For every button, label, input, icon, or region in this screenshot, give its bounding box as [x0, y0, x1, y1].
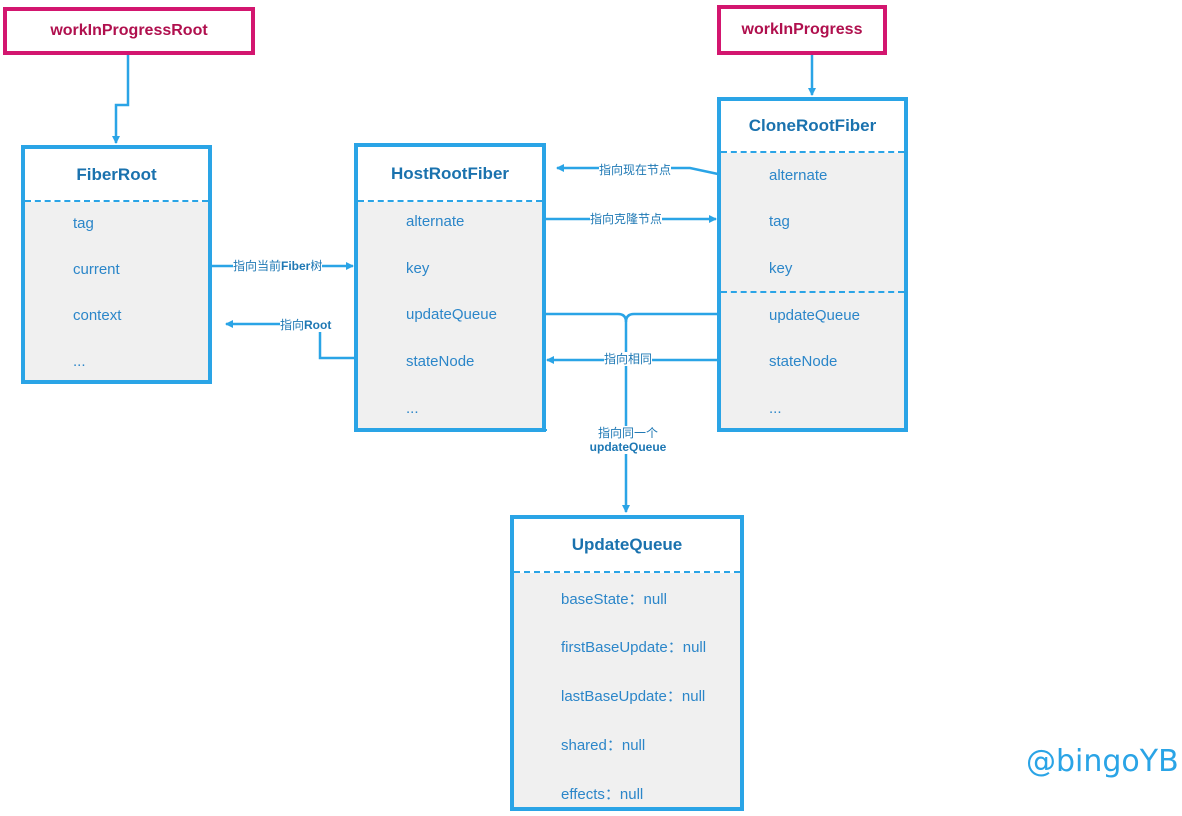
- updatequeue-field-shared: shared：null: [561, 737, 646, 754]
- hostrootfiber-header: HostRootFiber: [358, 147, 542, 202]
- updatequeue-title: UpdateQueue: [571, 535, 683, 554]
- hostrootfiber-field-alternate: alternate: [406, 213, 465, 230]
- edge-label-to-clone-node: 指向克隆节点: [590, 212, 663, 226]
- clonerootfiber-field-tag: tag: [769, 213, 790, 230]
- edge-label-same-queue: 指向同一个 updateQueue: [586, 426, 670, 454]
- hostrootfiber-field-key: key: [406, 260, 430, 277]
- clonerootfiber-title: CloneRootFiber: [748, 116, 877, 135]
- updatequeue-header: UpdateQueue: [514, 519, 740, 573]
- hostrootfiber-field-statenode: stateNode: [406, 353, 475, 370]
- arrow-wip-root-to-fiberroot: [112, 55, 130, 144]
- clonerootfiber-field-updatequeue: updateQueue: [769, 307, 860, 324]
- edge-label-same: 指向相同: [604, 352, 653, 366]
- fiberroot-header: FiberRoot: [25, 149, 208, 202]
- workinprogressroot-pointer: workInProgressRoot: [3, 7, 255, 55]
- fiberroot-field-context: context: [73, 307, 122, 324]
- edge-label-to-current-node: 指向现在节点: [599, 163, 672, 177]
- fiberroot-field-current: current: [73, 261, 120, 278]
- edge-label-current-tree-prefix: 指向当前: [233, 259, 282, 273]
- clonerootfiber-field-key: key: [769, 260, 793, 277]
- updatequeue-field-basestate: baseState：null: [561, 591, 667, 608]
- clonerootfiber-field-statenode: stateNode: [769, 353, 838, 370]
- edge-label-root-bold: Root: [304, 318, 332, 332]
- edge-label-current-tree: 指向当前Fiber树: [233, 259, 323, 273]
- clonerootfiber-box: CloneRootFiber alternate tag key updateQ…: [717, 97, 908, 432]
- fiberroot-field-ellipsis: ...: [73, 353, 86, 370]
- arrow-clone-updatequeue: [624, 312, 718, 323]
- edge-label-same-queue-line1: 指向同一个: [597, 426, 658, 440]
- updatequeue-field-effects: effects：null: [561, 786, 644, 803]
- hostrootfiber-box: HostRootFiber alternate key updateQueue …: [354, 143, 546, 432]
- clonerootfiber-header: CloneRootFiber: [721, 101, 904, 153]
- edge-label-same-queue-line2: updateQueue: [589, 440, 667, 454]
- edge-label-current-tree-suffix: 树: [310, 259, 323, 273]
- workinprogress-label: workInProgress: [741, 21, 863, 38]
- hostrootfiber-field-updatequeue: updateQueue: [406, 306, 497, 323]
- updatequeue-field-firstbaseupdate: firstBaseUpdate：null: [561, 639, 707, 656]
- fiberroot-field-tag: tag: [73, 215, 94, 232]
- updatequeue-box: UpdateQueue baseState：null firstBaseUpda…: [510, 515, 744, 811]
- clonerootfiber-field-ellipsis: ...: [769, 400, 782, 417]
- hostrootfiber-field-ellipsis: ...: [406, 400, 419, 417]
- author-watermark: @bingoYB: [1026, 744, 1179, 779]
- edge-label-root: 指向Root: [280, 318, 332, 332]
- edge-label-current-tree-bold: Fiber: [281, 259, 311, 273]
- hostrootfiber-title: HostRootFiber: [390, 163, 510, 183]
- fiberroot-title: FiberRoot: [76, 164, 157, 184]
- clonerootfiber-field-alternate: alternate: [769, 167, 828, 184]
- updatequeue-field-lastbaseupdate: lastBaseUpdate：null: [561, 688, 706, 705]
- clonerootfiber-divider: [721, 291, 904, 293]
- edge-label-root-prefix: 指向: [280, 318, 305, 332]
- arrow-host-updatequeue: [545, 312, 630, 513]
- fiberroot-box: FiberRoot tag current context ...: [21, 145, 212, 384]
- workinprogress-pointer: workInProgress: [717, 5, 887, 55]
- workinprogressroot-label: workInProgressRoot: [50, 22, 208, 39]
